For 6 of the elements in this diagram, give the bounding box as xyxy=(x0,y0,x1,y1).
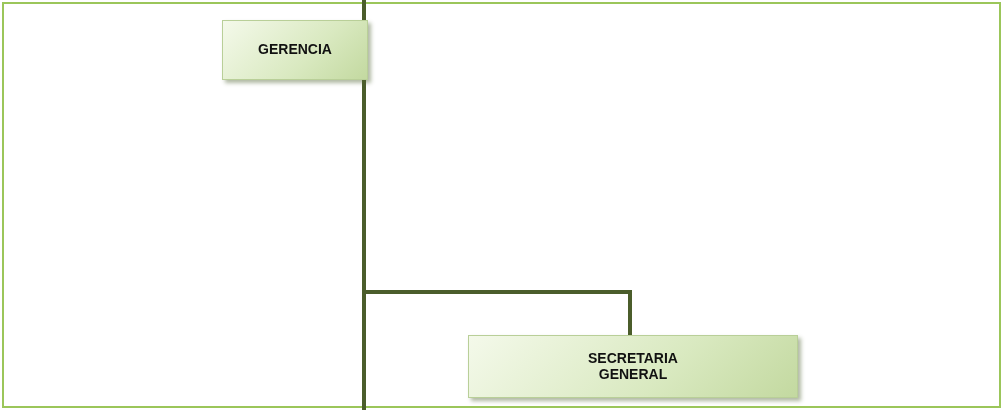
org-box xyxy=(222,20,368,80)
connector-line xyxy=(362,0,366,20)
org-box xyxy=(468,335,798,398)
connector-line xyxy=(362,80,366,410)
box-label: GERENCIA xyxy=(258,42,332,58)
box-label: SECRETARIA GENERAL xyxy=(587,351,679,382)
